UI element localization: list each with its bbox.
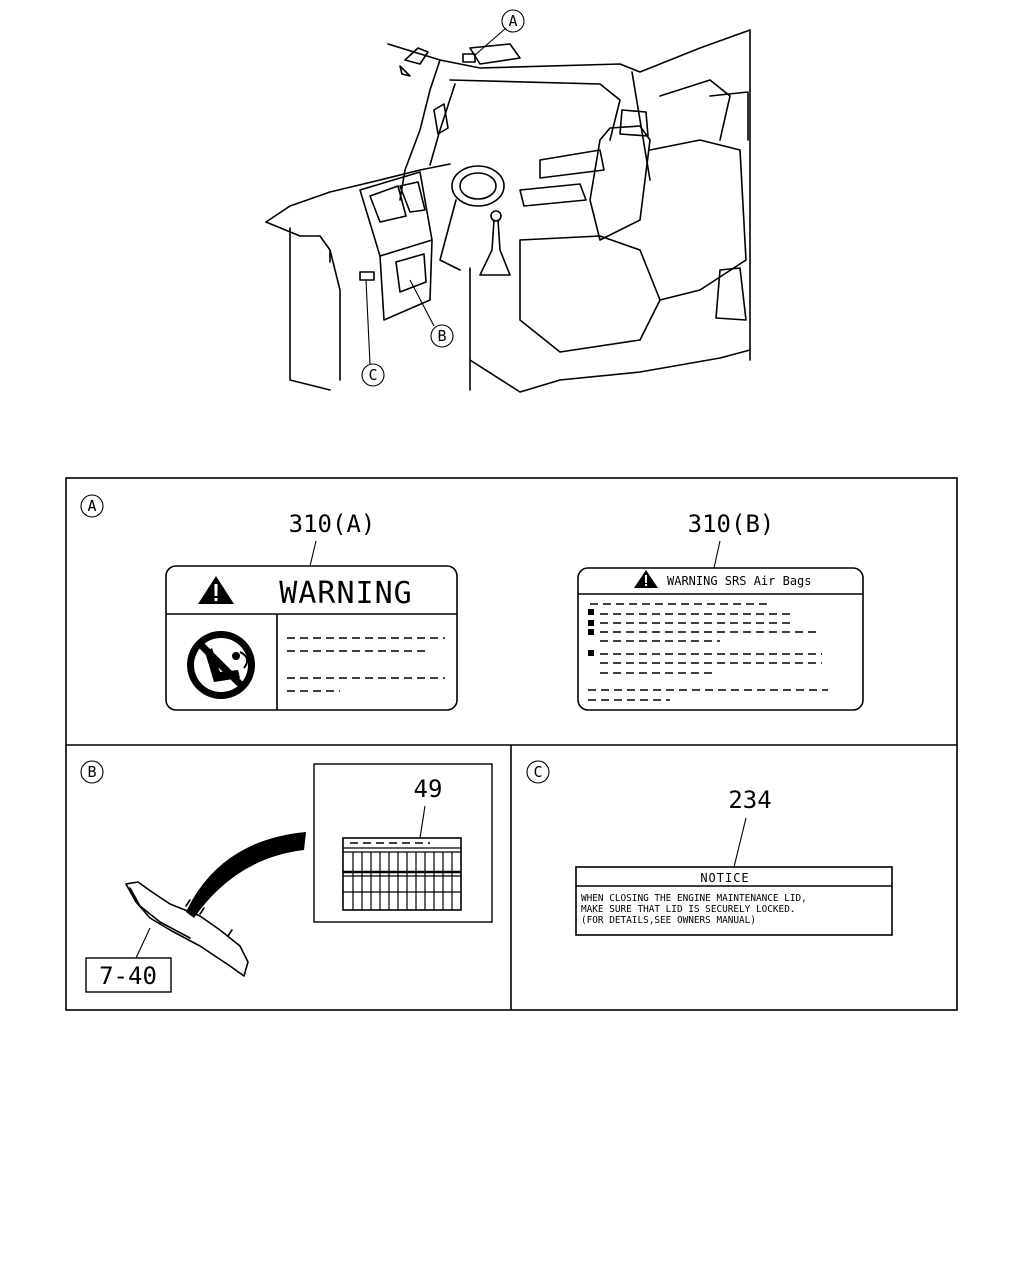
svg-text:B: B <box>87 763 96 781</box>
reference-7-40: 7-40 <box>99 962 157 990</box>
svg-text:C: C <box>368 366 377 384</box>
warning-triangle-icon-small <box>634 570 658 588</box>
leader-234 <box>733 817 747 868</box>
part-number-49: 49 <box>414 775 443 803</box>
callout-b: B <box>430 324 454 348</box>
part-number-310a: 310(A) <box>289 510 376 538</box>
leader-310a <box>309 540 317 567</box>
panel-c-marker: C <box>526 760 550 784</box>
airbag-label-310b: WARNING SRS Air Bags <box>577 567 864 711</box>
svg-text:A: A <box>508 12 517 30</box>
callout-a: A <box>501 9 525 33</box>
reference-box-7-40 <box>85 957 172 993</box>
notice-title: NOTICE <box>700 871 749 885</box>
part-49-inset-box <box>313 763 493 923</box>
lead-arrow <box>186 832 306 918</box>
leader-49 <box>419 805 426 839</box>
svg-text:A: A <box>87 497 96 515</box>
svg-text:C: C <box>533 763 542 781</box>
fuse-label-49 <box>342 837 462 911</box>
warning-label-310a: WARNING <box>165 565 458 711</box>
warning-header-310a: WARNING <box>279 576 412 611</box>
notice-line-3: (FOR DETAILS,SEE OWNERS MANUAL) <box>581 915 756 926</box>
panel-a-marker: A <box>80 494 104 518</box>
notice-line-1: WHEN CLOSING THE ENGINE MAINTENANCE LID, <box>581 893 807 904</box>
warning-header-310b: WARNING SRS Air Bags <box>667 574 812 588</box>
part-number-234: 234 <box>728 786 771 814</box>
notice-line-2: MAKE SURE THAT LID IS SECURELY LOCKED. <box>581 904 795 915</box>
leader-310b <box>713 540 721 569</box>
cab-interior-illustration <box>265 27 751 393</box>
panel-b-marker: B <box>80 760 104 784</box>
no-child-seat-icon <box>187 631 255 699</box>
svg-text:B: B <box>437 327 446 345</box>
part-number-310b: 310(B) <box>688 510 775 538</box>
glove-box-lid-part <box>125 832 306 977</box>
notice-label-234: NOTICE WHEN CLOSING THE ENGINE MAINTENAN… <box>575 866 893 936</box>
warning-triangle-icon <box>198 576 234 604</box>
callout-c: C <box>361 363 385 387</box>
leader-7-40 <box>135 927 151 959</box>
